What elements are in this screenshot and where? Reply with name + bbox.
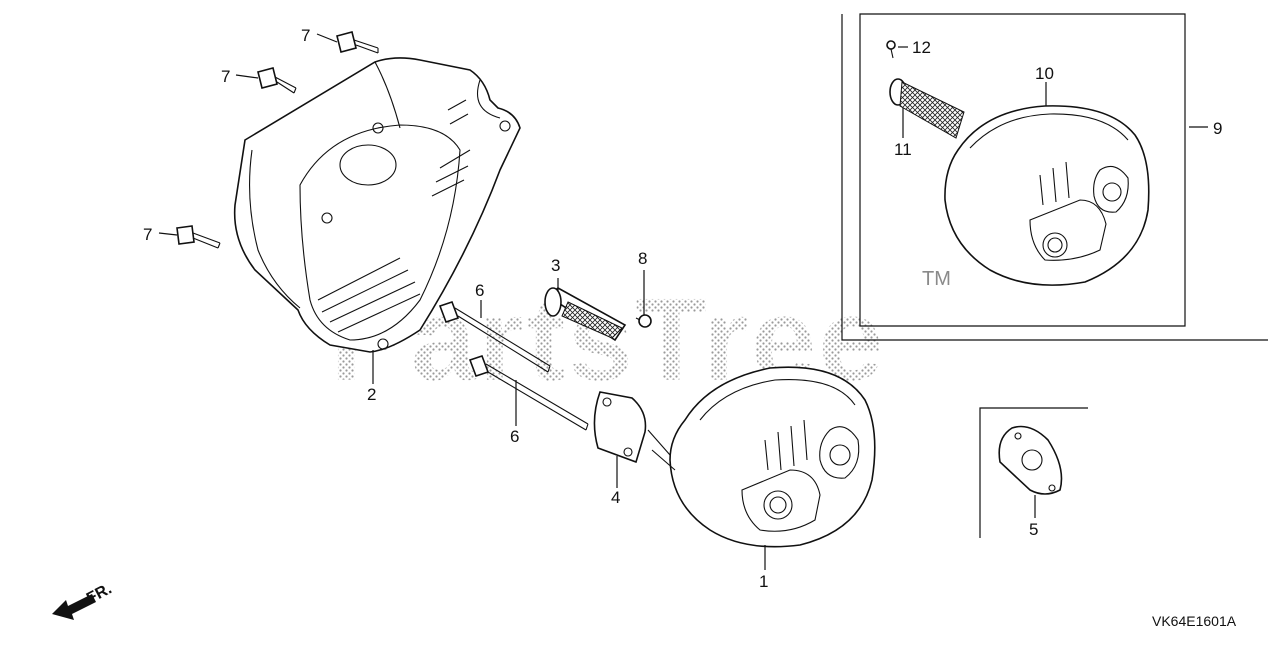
leader-lines: [158, 33, 1208, 570]
inset-gasket: [979, 407, 1088, 538]
callout-6-lower: 6: [510, 427, 519, 446]
callout-9: 9: [1213, 119, 1222, 138]
callout-10: 10: [1035, 64, 1054, 83]
muffler-part: [647, 366, 876, 548]
callout-11: 11: [894, 140, 912, 159]
flange-bolt-part: [176, 31, 379, 249]
callout-8: 8: [638, 249, 647, 268]
muffler-protector-part: [233, 57, 521, 353]
front-direction-marker: FR.: [52, 580, 115, 620]
callout-7-lower: 7: [143, 225, 152, 244]
callout-7-top: 7: [301, 26, 310, 45]
callout-2: 2: [367, 385, 376, 404]
spark-arrester-part: [544, 287, 627, 342]
callout-labels: 1 2 3 4 5 6 6 7 7 7 8 9 10 11 12: [143, 26, 1222, 591]
screw-part: [635, 314, 652, 328]
inset-muffler-assembly: [841, 13, 1268, 341]
callout-12: 12: [912, 38, 931, 57]
stud-bolt-part: [438, 300, 589, 431]
arrow-left-icon: [52, 594, 96, 620]
callout-5: 5: [1029, 520, 1038, 539]
watermark-trademark: TM: [922, 268, 951, 290]
callout-6-upper: 6: [475, 281, 484, 300]
callout-7-middle: 7: [221, 67, 230, 86]
drawing-code: VK64E1601A: [1152, 613, 1237, 629]
callout-4: 4: [611, 488, 620, 507]
callout-1: 1: [759, 572, 768, 591]
callout-3: 3: [551, 256, 560, 275]
exhaust-gasket-part: [593, 391, 647, 464]
